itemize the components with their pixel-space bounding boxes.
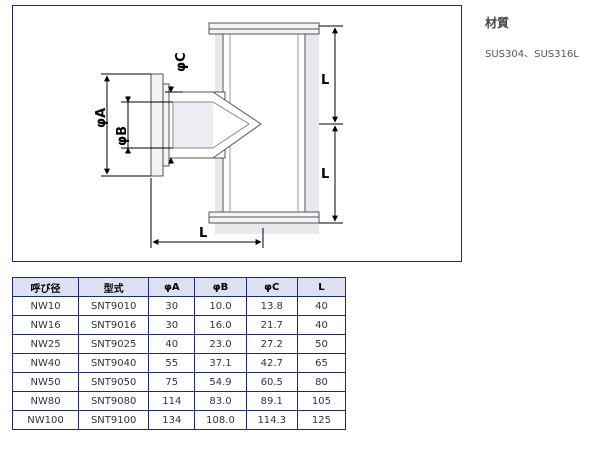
material-value: SUS304、SUS316L [485, 49, 579, 60]
header-phi-b: φB [194, 277, 247, 297]
label-l-top: L [321, 73, 329, 88]
cell-phi-a: 114 [148, 391, 196, 411]
spec-table: 呼び径 型式 φA φB φC L NW10 SNT9010 30 10.0 1… [11, 277, 347, 430]
dim-l-horizontal [150, 178, 264, 248]
table-header-row: 呼び径 型式 φA φB φC L [11, 277, 347, 297]
cell-l: 50 [296, 334, 347, 354]
cell-nominal-size: NW100 [11, 410, 80, 430]
tee-cross-section: L L L φA φB [94, 22, 343, 248]
cell-model: SNT9010 [78, 296, 150, 316]
cell-phi-a: 134 [148, 410, 196, 430]
cell-phi-b: 54.9 [194, 372, 247, 392]
cell-phi-c: 21.7 [245, 315, 298, 335]
cell-nominal-size: NW25 [11, 334, 80, 354]
cell-model: SNT9040 [78, 353, 150, 373]
table-row: NW80 SNT9080 114 83.0 89.1 105 [11, 391, 347, 411]
cell-l: 65 [296, 353, 347, 373]
cell-model: SNT9025 [78, 334, 150, 354]
cell-phi-c: 42.7 [245, 353, 298, 373]
dim-phi-c [165, 86, 183, 164]
table-row: NW10 SNT9010 30 10.0 13.8 40 [11, 296, 347, 316]
cell-l: 125 [296, 410, 347, 430]
cell-l: 105 [296, 391, 347, 411]
dim-l-top [319, 25, 343, 125]
dim-l-bottom [319, 125, 343, 224]
dim-phi-b [121, 96, 173, 154]
cell-phi-a: 30 [148, 296, 196, 316]
table-row: NW40 SNT9040 55 37.1 42.7 65 [11, 353, 347, 373]
dim-phi-a [101, 73, 151, 177]
cell-phi-b: 16.0 [194, 315, 247, 335]
label-l-bottom: L [321, 167, 329, 182]
cell-phi-c: 89.1 [245, 391, 298, 411]
cell-l: 40 [296, 296, 347, 316]
table-row: NW16 SNT9016 30 16.0 21.7 40 [11, 315, 347, 335]
cell-nominal-size: NW80 [11, 391, 80, 411]
cell-nominal-size: NW10 [11, 296, 80, 316]
header-phi-a: φA [148, 277, 196, 297]
table-row: NW100 SNT9100 134 108.0 114.3 125 [11, 410, 347, 430]
table-row: NW25 SNT9025 40 23.0 27.2 50 [11, 334, 347, 354]
cell-phi-c: 27.2 [245, 334, 298, 354]
cell-model: SNT9080 [78, 391, 150, 411]
cell-l: 80 [296, 372, 347, 392]
label-l-horizontal: L [199, 226, 207, 241]
cell-model: SNT9050 [78, 372, 150, 392]
cell-model: SNT9100 [78, 410, 150, 430]
cell-model: SNT9016 [78, 315, 150, 335]
cell-phi-c: 60.5 [245, 372, 298, 392]
cell-phi-b: 108.0 [194, 410, 247, 430]
header-l: L [296, 277, 347, 297]
cell-phi-b: 10.0 [194, 296, 247, 316]
tee-drawing: L L L φA φB [12, 5, 462, 262]
table-row: NW50 SNT9050 75 54.9 60.5 80 [11, 372, 347, 392]
label-phi-a: φA [94, 108, 109, 128]
cell-phi-a: 40 [148, 334, 196, 354]
cell-phi-b: 23.0 [194, 334, 247, 354]
cell-phi-b: 83.0 [194, 391, 247, 411]
cell-nominal-size: NW40 [11, 353, 80, 373]
header-model: 型式 [78, 277, 150, 297]
header-phi-c: φC [245, 277, 298, 297]
cell-l: 40 [296, 315, 347, 335]
material-info: 材質 SUS304、SUS316L [485, 14, 579, 60]
label-phi-b: φB [115, 126, 130, 146]
cell-nominal-size: NW16 [11, 315, 80, 335]
cell-phi-c: 114.3 [245, 410, 298, 430]
cell-phi-b: 37.1 [194, 353, 247, 373]
cell-phi-a: 55 [148, 353, 196, 373]
side-branch [150, 73, 262, 177]
cell-phi-c: 13.8 [245, 296, 298, 316]
cell-phi-a: 75 [148, 372, 196, 392]
header-nominal-size: 呼び径 [11, 277, 80, 297]
cell-nominal-size: NW50 [11, 372, 80, 392]
label-phi-c: φC [174, 52, 189, 72]
cell-phi-a: 30 [148, 315, 196, 335]
material-label: 材質 [485, 16, 510, 30]
